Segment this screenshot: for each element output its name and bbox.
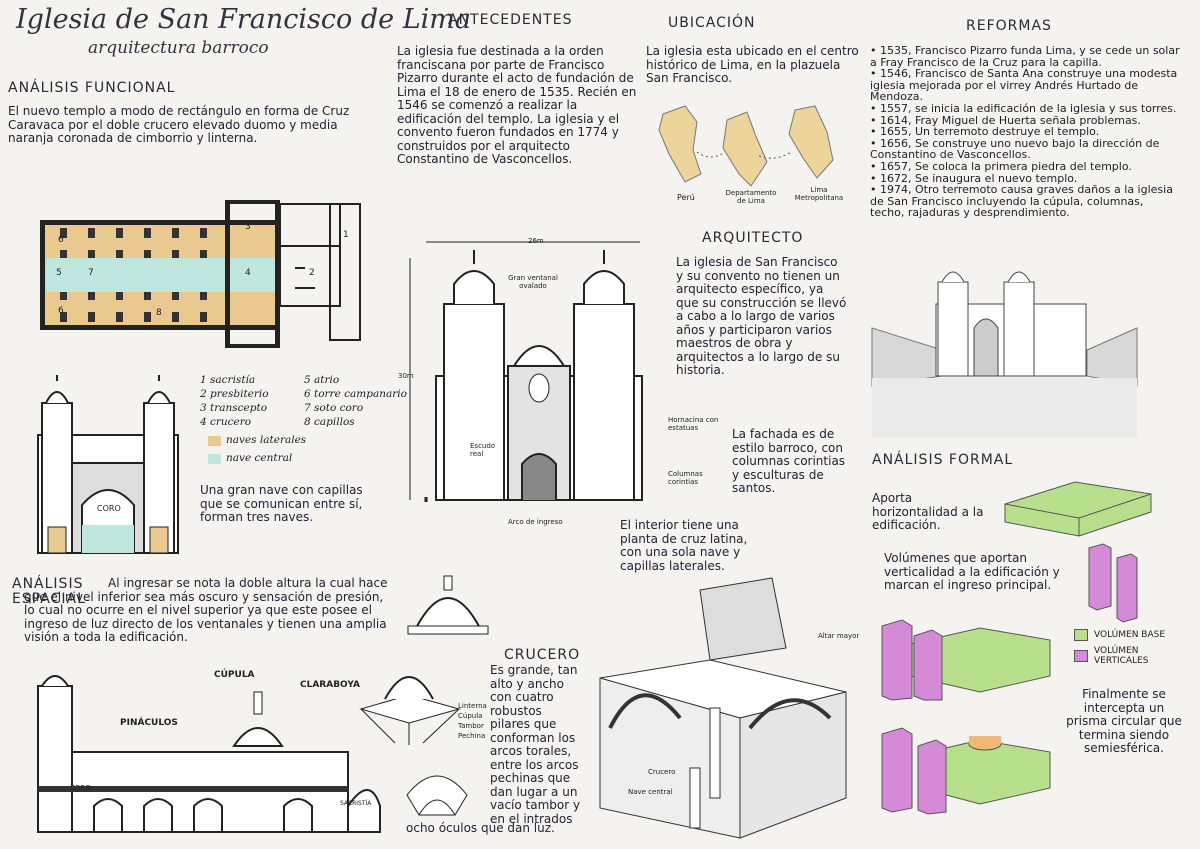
- crucero-3d-drawing: [359, 676, 461, 745]
- location-maps: [658, 105, 834, 187]
- reforma-item: • 1672, Se inaugura el nuevo templo.: [870, 171, 1078, 185]
- espacial-heading: ANÁLISIS ESPACIAL: [12, 576, 86, 607]
- formal-text-2: Volúmenes que aportan verticalidad a la …: [884, 551, 1060, 592]
- coro-label: CORO: [97, 504, 121, 513]
- antecedentes-text: La iglesia fue destinada a la orden fran…: [397, 44, 637, 166]
- longitudinal-section: [37, 675, 381, 833]
- church-section-drawing: [37, 375, 179, 554]
- espacial-text: Al ingresar se nota la doble altura la c…: [24, 576, 388, 644]
- facade-label: Hornacina con estatuas: [668, 416, 719, 432]
- antecedentes-heading: ANTECEDENTES: [448, 12, 573, 28]
- facade-label: Columnas corintias: [668, 470, 703, 486]
- legend-item: 1 sacristía: [200, 374, 256, 386]
- legend-item: 6 torre campanario: [304, 388, 407, 400]
- reforma-item: • 1656, Se construye uno nuevo bajo la d…: [870, 136, 1160, 162]
- page-subtitle: arquitectura barroco: [88, 38, 269, 58]
- arquitecto-heading: ARQUITECTO: [702, 230, 804, 246]
- legend-item: 8 capillos: [304, 416, 355, 428]
- reforma-item: • 1535, Francisco Pizarro funda Lima, y …: [870, 44, 1180, 69]
- formal-heading: ANÁLISIS FORMAL: [872, 452, 1014, 468]
- plan-number: 3: [245, 222, 251, 232]
- funcional-heading: ANÁLISIS FUNCIONAL: [8, 80, 176, 96]
- crucero-label: Cúpula: [458, 712, 483, 720]
- reforma-item: • 1614, Fray Miguel de Huerta señala pro…: [870, 113, 1141, 127]
- section-label: CORO: [70, 784, 91, 792]
- funcional-text-2: Una gran nave con capillas que se comuni…: [200, 483, 363, 524]
- interior-label: Altar mayor: [818, 632, 860, 640]
- crucero-text: Es grande, tan alto y ancho con cuatro r…: [490, 663, 581, 826]
- plan-number: 6: [58, 306, 64, 316]
- crucero-heading: CRUCERO: [504, 647, 581, 663]
- reforma-item: • 1974, Otro terremoto causa graves daño…: [870, 183, 1173, 220]
- facade-label: Arco de ingreso: [508, 518, 563, 526]
- arquitecto-text-2: La fachada es de estilo barroco, con col…: [732, 427, 846, 495]
- interior-isometric: [599, 577, 847, 839]
- reformas-heading: REFORMAS: [966, 18, 1052, 34]
- legend-item: 4 crucero: [200, 416, 252, 428]
- volume-combined-1: [881, 619, 1051, 701]
- plan-number: 1: [343, 230, 349, 240]
- plan-number: 2: [309, 268, 315, 278]
- interior-text: El interior tiene una planta de cruz lat…: [620, 518, 748, 573]
- legend-lateral-label: naves laterales: [226, 434, 307, 446]
- facade-label: Escudo real: [470, 442, 496, 458]
- interior-label: Nave central: [628, 788, 673, 796]
- legend-central-label: nave central: [226, 452, 293, 464]
- plan-number: 5: [56, 268, 62, 278]
- plan-number: 7: [88, 268, 94, 278]
- legend-vertical-label: VOLÚMEN VERTICALES: [1094, 646, 1149, 666]
- legend-base-label: VOLÚMEN BASE: [1094, 630, 1166, 640]
- crucero-label: Tambor: [458, 722, 484, 730]
- reforma-item: • 1546, Francisco de Santa Ana construye…: [870, 67, 1178, 104]
- reformas-list: • 1535, Francisco Pizarro funda Lima, y …: [870, 45, 1180, 219]
- ubicacion-text: La iglesia esta ubicado en el centro his…: [646, 44, 859, 85]
- map-label: Lima Metropolitana: [794, 186, 844, 202]
- page-title: Iglesia de San Francisco de Lima: [16, 4, 471, 35]
- volume-combined-2: [881, 727, 1051, 815]
- perspective-sketch: [871, 258, 1138, 438]
- arquitecto-text: La iglesia de San Francisco y su convent…: [676, 255, 847, 377]
- legend-swatch-vertical: [1074, 650, 1088, 662]
- floor-plan: [40, 200, 361, 348]
- legend-item: 2 presbiterio: [200, 388, 269, 400]
- dome-drawing: [407, 575, 489, 635]
- crucero-text-2: ocho óculos que dan luz.: [406, 821, 555, 835]
- interior-label: Crucero: [648, 768, 676, 776]
- reforma-item: • 1557, se inicia la edificación de la i…: [870, 101, 1177, 115]
- facade-label: Gran ventanal ovalado: [508, 274, 558, 290]
- funcional-text: El nuevo templo a modo de rectángulo en …: [8, 104, 350, 145]
- crucero-label: Pechina: [458, 732, 486, 740]
- section-label: PINÁCULOS: [120, 718, 178, 728]
- facade-drawing: [409, 241, 643, 502]
- section-label: SACRISTÍA: [340, 800, 372, 807]
- crucero-label: Linterna: [458, 702, 487, 710]
- map-label: Departamento de Lima: [725, 189, 777, 205]
- volume-base-block: [1004, 481, 1152, 537]
- volume-vertical-blocks: [1088, 543, 1138, 623]
- pechina-drawing: [406, 775, 468, 816]
- legend-item: 7 soto coro: [304, 402, 364, 414]
- facade-width: 26m: [528, 237, 544, 245]
- ubicacion-heading: UBICACIÓN: [668, 15, 756, 31]
- reforma-item: • 1657, Se coloca la primera piedra del …: [870, 159, 1132, 173]
- section-label: CLARABOYA: [300, 680, 361, 690]
- facade-height: 30m: [398, 372, 414, 380]
- legend-item: 3 transcepto: [200, 402, 268, 414]
- plan-number: 4: [245, 268, 251, 278]
- reforma-item: • 1655, Un terremoto destruye el templo.: [870, 125, 1100, 139]
- legend-swatch-central: [208, 454, 221, 464]
- plan-number: 6: [58, 235, 64, 245]
- legend-swatch-base: [1074, 629, 1088, 641]
- legend-item: 5 atrio: [304, 374, 340, 386]
- section-label: CÚPULA: [214, 670, 255, 680]
- plan-number: 8: [156, 308, 162, 318]
- formal-text-1: Aporta horizontalidad a la edificación.: [872, 491, 984, 532]
- map-label: Perú: [677, 193, 695, 202]
- legend-swatch-lateral: [208, 436, 221, 446]
- formal-text-3: Finalmente se intercepta un prisma circu…: [1066, 687, 1182, 755]
